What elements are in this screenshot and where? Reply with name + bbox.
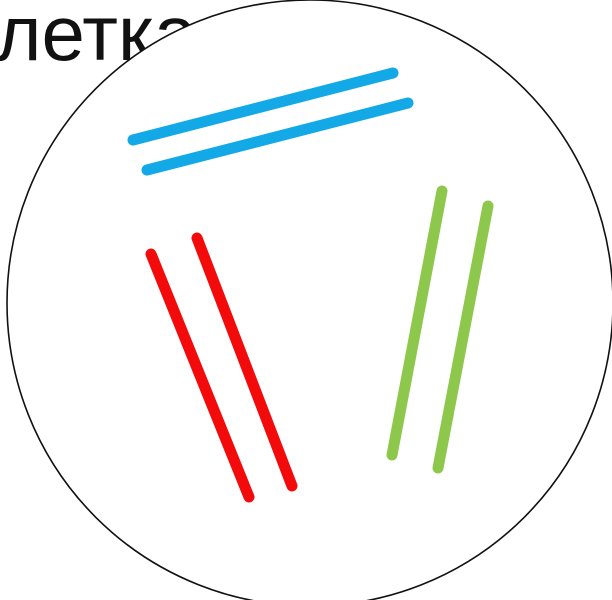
cell-diagram xyxy=(0,0,612,600)
